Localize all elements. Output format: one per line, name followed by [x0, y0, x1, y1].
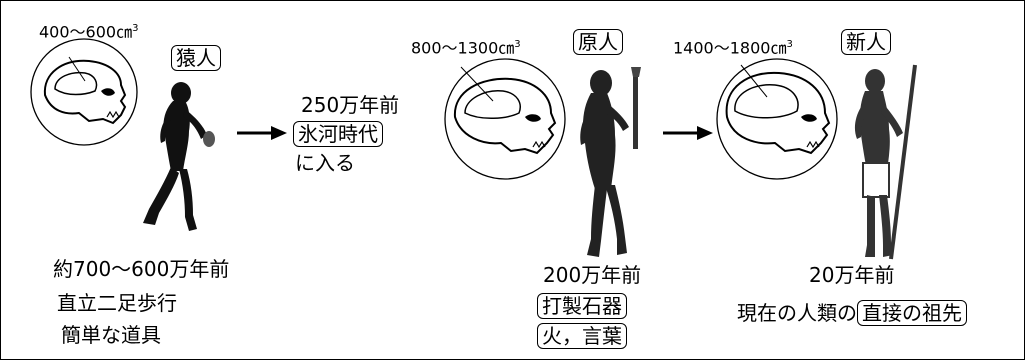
right-arrow-icon	[235, 123, 289, 143]
stage2-volume: 800〜1300㎝3	[411, 38, 521, 58]
australopithecus-figure	[131, 77, 231, 237]
homo-sapiens-figure	[831, 63, 931, 263]
stage3-volume: 1400〜1800㎝3	[673, 38, 793, 58]
stage3-desc-prefix: 現在の人類の	[737, 301, 857, 325]
ice-age-term: 氷河時代	[293, 121, 383, 147]
stage1-volume: 400〜600㎝3	[39, 22, 139, 42]
stage3-name-label: 新人	[841, 29, 891, 55]
stage2-fire-language: 火，言葉	[537, 323, 627, 349]
stage3-desc-term: 直接の祖先	[857, 300, 967, 326]
skull-modern-icon	[713, 57, 841, 181]
stage2-period: 200万年前	[543, 263, 642, 287]
skull-erectus-icon	[441, 57, 569, 181]
homo-erectus-figure	[557, 63, 657, 263]
stage2-name-label: 原人	[573, 29, 623, 55]
right-arrow-icon	[661, 123, 715, 143]
ice-age-suffix: に入る	[295, 151, 355, 175]
stage1-name-label: 猿人	[171, 45, 221, 71]
stage3-description: 現在の人類の直接の祖先	[737, 300, 967, 326]
ice-age-time: 250万年前	[301, 93, 400, 117]
stage1-period: 約700〜600万年前	[53, 257, 230, 281]
stage1-trait-tools: 簡単な道具	[61, 323, 161, 347]
stage2-tool: 打製石器	[537, 293, 627, 319]
stage1-trait-bipedal: 直立二足歩行	[57, 291, 177, 315]
skull-ape-icon	[29, 37, 139, 147]
stage3-period: 20万年前	[809, 263, 895, 287]
